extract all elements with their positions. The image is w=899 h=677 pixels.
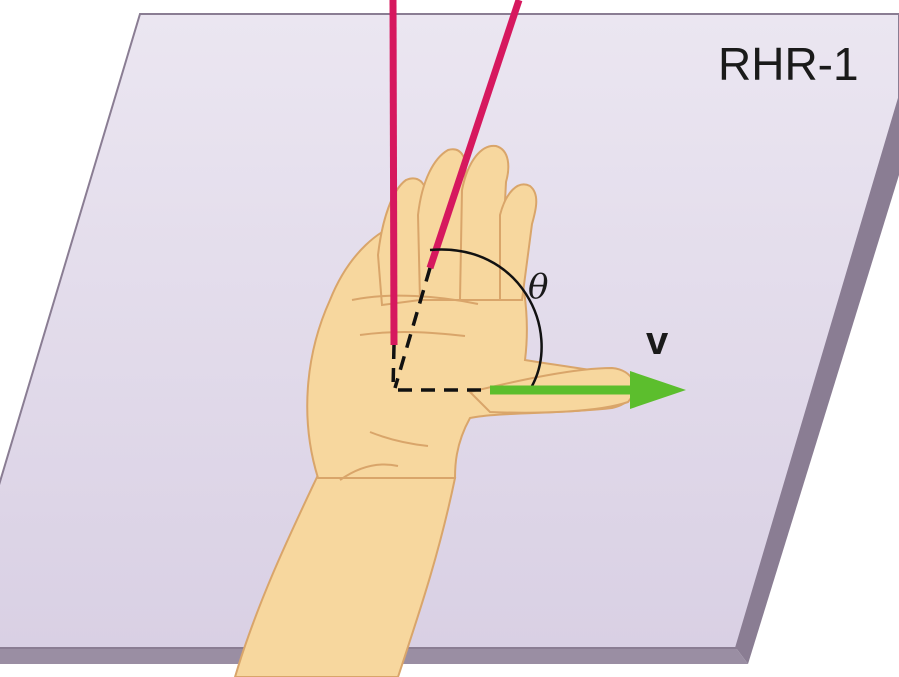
theta-label: θ	[528, 267, 548, 307]
velocity-label: v	[646, 319, 669, 363]
field-line-left	[389, 0, 398, 346]
plane-edge	[736, 98, 899, 664]
rhr-title: RHR-1	[718, 38, 859, 90]
velocity-arrow-head	[630, 371, 686, 409]
projection-lines	[391, 267, 487, 392]
hand-finger-pinky	[499, 183, 538, 301]
angle-arc	[429, 248, 543, 387]
field-line-right	[426, 0, 523, 270]
hand-finger-ring	[458, 144, 510, 301]
palm-creases	[339, 294, 479, 481]
